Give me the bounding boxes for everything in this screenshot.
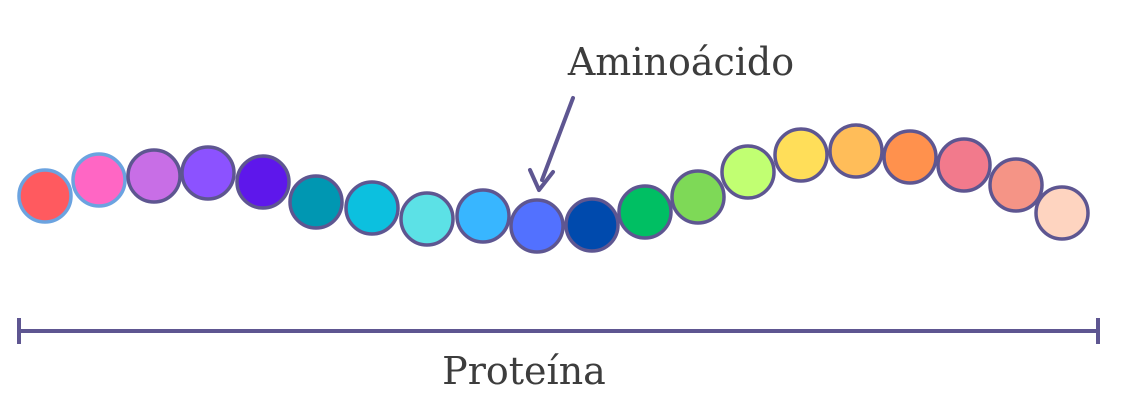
amino-acid-bead-10 (509, 198, 565, 254)
amino-acid-bead-19 (988, 157, 1044, 213)
amino-acid-bead-8 (399, 191, 455, 247)
arrow-shaft (540, 96, 575, 182)
amino-acid-bead-13 (670, 169, 726, 225)
amino-acid-bead-9 (455, 188, 511, 244)
protein-span-bracket (17, 318, 1100, 344)
amino-acid-bead-11 (564, 197, 620, 253)
amino-acid-label: Aminoácido (567, 40, 794, 84)
arrow-head (528, 168, 555, 192)
amino-acid-bead-14 (720, 144, 776, 200)
amino-acid-bead-12 (617, 184, 673, 240)
amino-acid-bead-1 (17, 168, 73, 224)
amino-acid-bead-7 (344, 180, 400, 236)
amino-acid-bead-5 (235, 154, 291, 210)
amino-acid-bead-4 (180, 145, 236, 201)
amino-acid-bead-2 (71, 152, 127, 208)
arrow (528, 96, 575, 192)
amino-acid-bead-17 (882, 129, 938, 185)
amino-acid-bead-15 (773, 127, 829, 183)
amino-acid-bead-20 (1034, 185, 1090, 241)
amino-acid-chain (17, 123, 1090, 254)
amino-acid-bead-3 (126, 148, 182, 204)
protein-label: Proteína (442, 349, 606, 393)
amino-acid-bead-18 (936, 137, 992, 193)
amino-acid-bead-16 (828, 123, 884, 179)
amino-acid-bead-6 (288, 174, 344, 230)
